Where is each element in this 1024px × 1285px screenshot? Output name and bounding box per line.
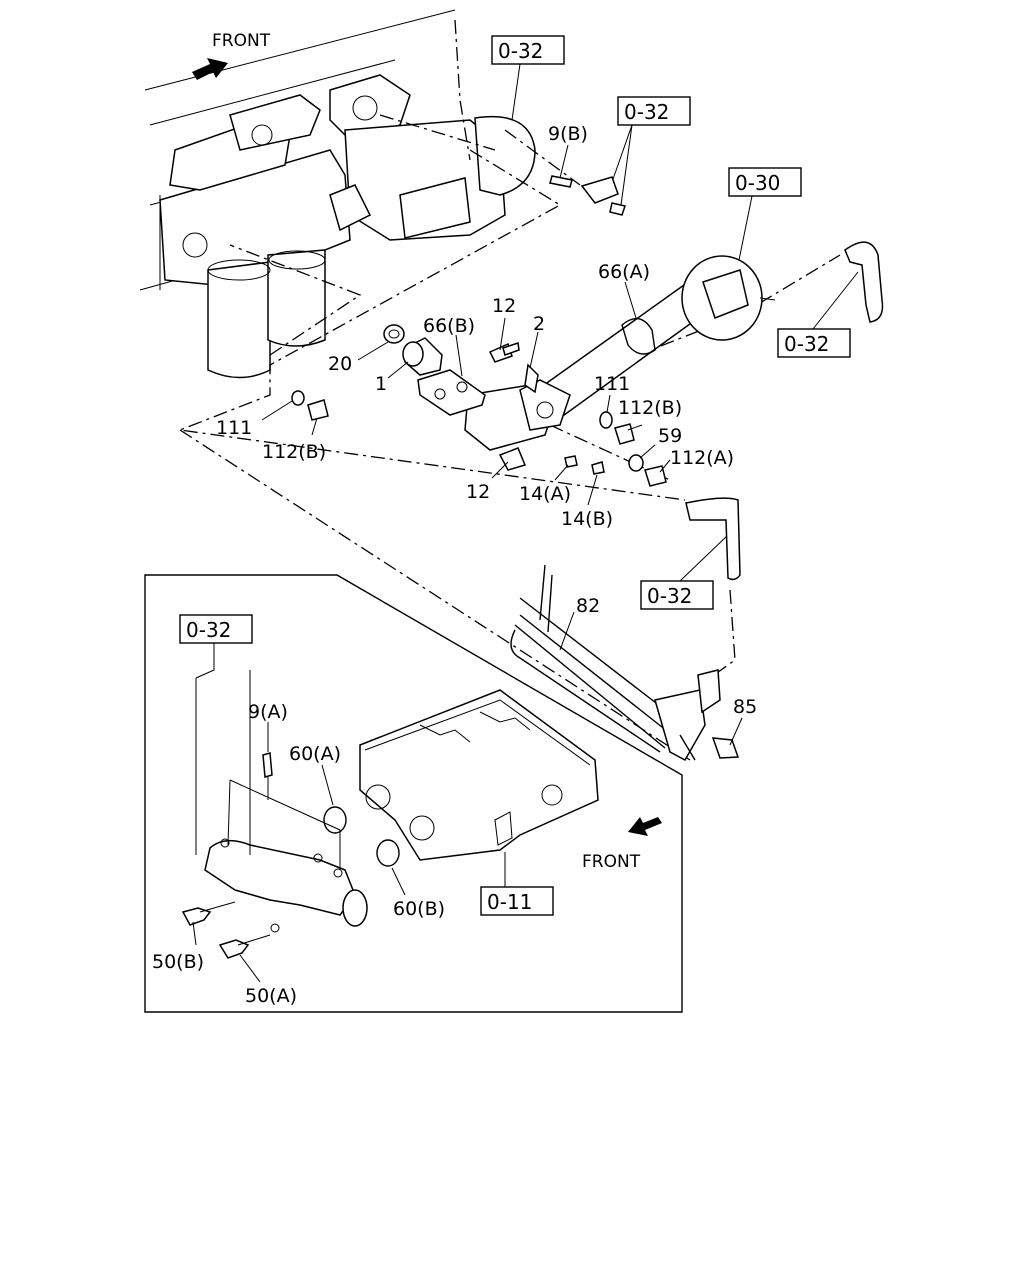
actuator-1: [402, 337, 443, 376]
gasket-66a: [621, 317, 656, 355]
water-outlet-manifold: [195, 670, 368, 933]
ref-box-0-32-hose[interactable]: 0-32: [640, 534, 729, 610]
hose-upper-right: [844, 241, 884, 323]
seal-20: [383, 324, 405, 344]
ref-box-0-32-bracket[interactable]: 0-32: [611, 96, 691, 206]
callout-9a: 9(A): [248, 701, 288, 723]
callout-66b: 66(B): [423, 315, 475, 337]
front-arrow-inset: FRONT: [582, 817, 662, 872]
callout-12-bottom: 12: [466, 481, 490, 503]
cylinder-head: [359, 689, 599, 861]
leader-lines: [261, 144, 743, 746]
bolt-50b: [181, 901, 236, 926]
ref-box-0-32-top[interactable]: 0-32: [491, 35, 565, 121]
exhaust-manifold: [139, 9, 536, 379]
inset-frame: [144, 574, 683, 1013]
callout-50a: 50(A): [245, 985, 297, 1007]
callout-20: 20: [328, 353, 352, 375]
callout-60b: 60(B): [393, 898, 445, 920]
callout-12-top: 12: [492, 295, 516, 317]
front-label-top: FRONT: [212, 31, 271, 51]
o-ring-60b: [376, 839, 400, 867]
callout-9b: 9(B): [548, 123, 588, 145]
ref-box-0-32-inset[interactable]: 0-32: [179, 614, 253, 679]
svg-text:0-32: 0-32: [498, 39, 543, 63]
callout-112b-left: 112(B): [262, 441, 326, 463]
o-ring-60a: [323, 806, 347, 834]
egr-valve: [464, 363, 571, 451]
fasteners-upper: [291, 175, 740, 759]
svg-text:0-11: 0-11: [487, 890, 532, 914]
hose-middle: [685, 497, 741, 581]
callout-1: 1: [375, 373, 387, 395]
svg-text:0-32: 0-32: [186, 618, 231, 642]
egr-pipe: [528, 255, 776, 419]
callout-66a: 66(A): [598, 261, 650, 283]
ref-box-0-30[interactable]: 0-30: [728, 167, 802, 266]
callout-111-left: 111: [216, 417, 252, 439]
leader-lines-inset: [192, 722, 406, 983]
svg-text:0-32: 0-32: [624, 100, 669, 124]
callout-59: 59: [658, 425, 682, 447]
callout-14a: 14(A): [519, 483, 571, 505]
bolt-50a: [218, 934, 271, 959]
plate-66b: [417, 369, 486, 416]
callout-2: 2: [533, 313, 545, 335]
callout-14b: 14(B): [561, 508, 613, 530]
front-arrow-top: FRONT: [192, 31, 271, 80]
ref-box-0-11[interactable]: 0-11: [480, 852, 554, 916]
svg-text:0-30: 0-30: [735, 171, 780, 195]
water-pipe-82: [510, 564, 721, 762]
callout-60a: 60(A): [289, 743, 341, 765]
stud-9a: [262, 752, 273, 778]
ref-box-0-32-right[interactable]: 0-32: [777, 271, 859, 358]
callout-82: 82: [576, 595, 600, 617]
callout-111-right: 111: [594, 373, 630, 395]
callout-112b-right: 112(B): [618, 397, 682, 419]
callout-85: 85: [733, 696, 757, 718]
svg-text:0-32: 0-32: [784, 332, 829, 356]
front-label-inset: FRONT: [582, 852, 641, 872]
callout-112a: 112(A): [670, 447, 734, 469]
callout-50b: 50(B): [152, 951, 204, 973]
svg-text:0-32: 0-32: [647, 584, 692, 608]
